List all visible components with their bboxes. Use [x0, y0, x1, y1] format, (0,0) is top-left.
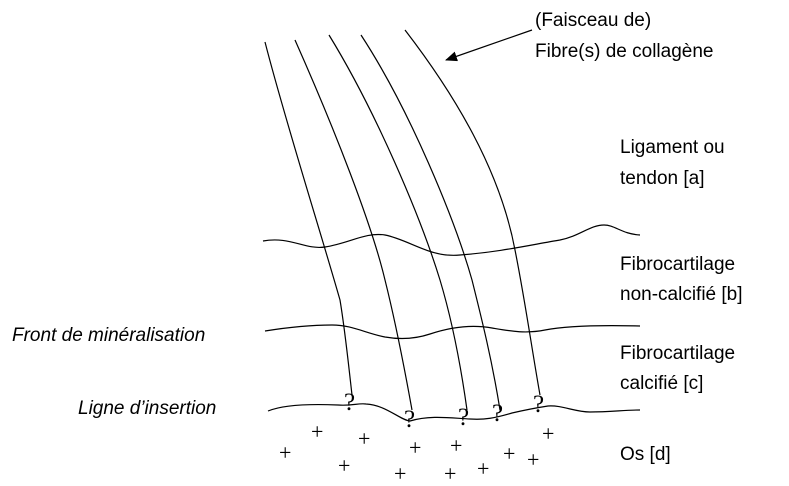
- bone-plus-sign: +: [409, 435, 421, 460]
- bone-plus-sign: +: [279, 440, 291, 465]
- insertion-line-label: Ligne d’insertion: [78, 398, 216, 419]
- question-mark-2: ?: [404, 406, 415, 433]
- collagen-fiber-4: [360, 34, 501, 411]
- collagen-fiber-1: [264, 41, 353, 396]
- insertion-line: [267, 403, 641, 422]
- question-mark-4: ?: [492, 400, 503, 427]
- bone-plus-sign: +: [338, 453, 350, 478]
- question-marks: ? ? ? ? ?: [344, 389, 544, 433]
- bone-plus-sign: +: [527, 447, 539, 472]
- collagen-fiber-5: [404, 29, 541, 396]
- fibrocartilage-noncalcified-label-line1: Fibrocartilage: [620, 254, 735, 275]
- bone-plus-sign: +: [542, 421, 554, 446]
- bone-plus-sign: +: [394, 461, 406, 481]
- fiber-label-line2: Fibre(s) de collagène: [535, 41, 713, 62]
- bone-plus-sign: +: [358, 426, 370, 451]
- bone-markers: + + + + + + + + + + + +: [279, 419, 554, 486]
- collagen-fiber-2: [294, 39, 413, 411]
- fibrocartilage-calcified-label-line1: Fibrocartilage: [620, 343, 735, 364]
- boundary-ligament-fibrocartilage: [262, 224, 641, 256]
- mineralisation-front-line: [264, 324, 641, 340]
- bone-plus-sign: +: [450, 433, 462, 458]
- fibrocartilage-noncalcified-label-line2: non-calcifié [b]: [620, 284, 743, 305]
- question-mark-1: ?: [344, 389, 355, 416]
- fibrocartilage-calcified-label-line2: calcifié [c]: [620, 373, 703, 394]
- collagen-fiber-3: [328, 34, 468, 411]
- bone-plus-sign: +: [503, 441, 515, 466]
- bone-plus-sign: +: [444, 461, 456, 481]
- fiber-label-line1: (Faisceau de): [535, 10, 651, 31]
- bone-label: Os [d]: [620, 444, 671, 465]
- question-mark-3: ?: [458, 404, 469, 431]
- collagen-fibers: [264, 29, 541, 411]
- question-mark-5: ?: [533, 391, 544, 418]
- mineralisation-front-label: Front de minéralisation: [12, 325, 205, 346]
- bone-plus-sign: +: [311, 419, 323, 444]
- pointer-arrow: [445, 29, 533, 62]
- ligament-label-line2: tendon [a]: [620, 168, 705, 189]
- bone-plus-sign: +: [477, 456, 489, 481]
- ligament-label-line1: Ligament ou: [620, 137, 725, 158]
